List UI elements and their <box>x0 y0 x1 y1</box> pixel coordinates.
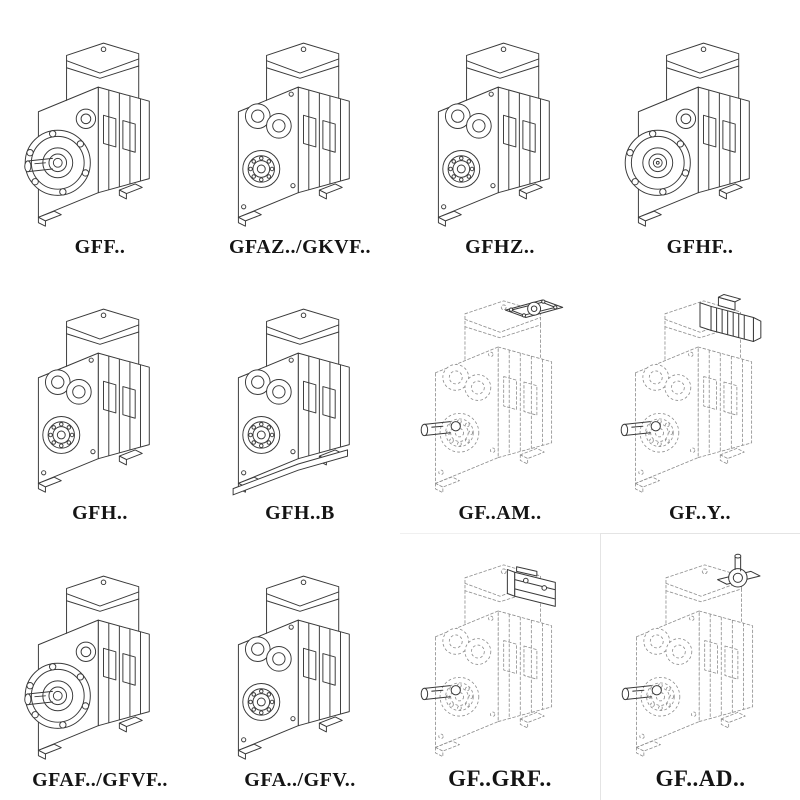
model-label: GFAF../GFVF.. <box>32 768 168 791</box>
gearbox-symbol-use <box>438 43 549 226</box>
gearbox-symbol-use <box>621 295 761 493</box>
gearbox-drawing <box>412 30 588 234</box>
gearbox-symbol-use <box>25 43 150 226</box>
gearbox-gf-ad: GF..AD.. <box>600 533 800 800</box>
gearbox-gfaf-gfvf: GFAF../GFVF.. <box>0 533 200 800</box>
gearbox-gf-grf: GF..GRF.. <box>400 533 600 800</box>
gearbox-drawing <box>212 563 388 767</box>
gearbox-drawing <box>612 30 788 234</box>
model-label: GFA../GFV.. <box>244 768 356 791</box>
gearbox-drawing <box>212 30 388 234</box>
gearbox-symbol-use <box>25 576 150 759</box>
gearbox-drawing <box>12 296 188 500</box>
gearbox-drawing <box>212 296 388 500</box>
gearbox-gfa-gfv: GFA../GFV.. <box>200 533 400 800</box>
gearbox-symbol-use <box>421 565 555 757</box>
gearbox-symbol-use <box>625 43 749 226</box>
gearbox-gfhz: GFHZ.. <box>400 0 600 267</box>
model-label: GFH..B <box>265 502 335 525</box>
gearbox-gfaz-gkvf: GFAZ../GKVF.. <box>200 0 400 267</box>
gearbox-drawing <box>404 288 596 500</box>
model-label: GF..GRF.. <box>448 765 552 791</box>
gearbox-gf-am: GF..AM.. <box>400 267 600 534</box>
gearbox-drawing <box>604 288 796 500</box>
gearbox-gfh-b: GFH..B <box>200 267 400 534</box>
gearbox-drawing <box>12 563 188 767</box>
gearbox-symbol-use <box>421 300 562 493</box>
gearbox-drawing <box>12 30 188 234</box>
model-label: GFHZ.. <box>465 235 535 258</box>
gearbox-symbol-use <box>233 309 349 495</box>
model-label: GF..AM.. <box>458 502 542 525</box>
model-label: GFAZ../GKVF.. <box>228 235 372 258</box>
gearbox-symbol-use <box>38 309 149 492</box>
gearbox-drawing <box>404 552 596 764</box>
gearbox-symbol-use <box>238 576 349 759</box>
gearbox-gfh: GFH.. <box>0 267 200 534</box>
model-label: GFF.. <box>74 235 126 258</box>
gearbox-gf-y: GF..Y.. <box>600 267 800 534</box>
gearbox-drawing <box>605 552 797 764</box>
gearbox-symbol-use <box>622 554 760 756</box>
gearbox-gff: GFF.. <box>0 0 200 267</box>
model-label: GF..AD.. <box>655 765 746 791</box>
model-label: GF..Y.. <box>668 502 732 525</box>
model-label: GFHF.. <box>666 235 734 258</box>
gearbox-symbol-use <box>238 43 349 226</box>
gearbox-gfhf: GFHF.. <box>600 0 800 267</box>
model-label: GFH.. <box>72 502 128 525</box>
